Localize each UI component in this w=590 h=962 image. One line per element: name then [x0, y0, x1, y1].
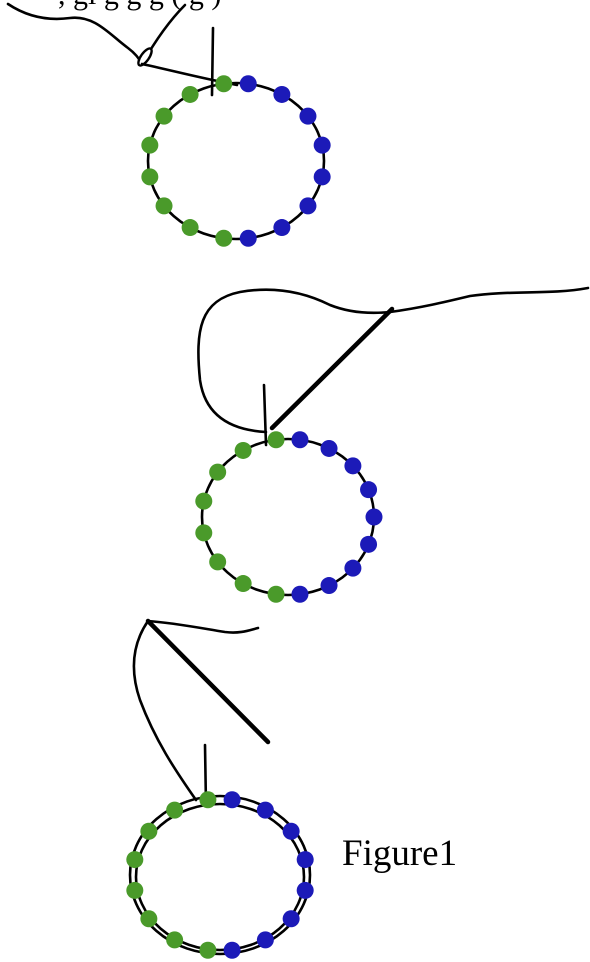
- green-bead: [156, 197, 173, 214]
- green-bead: [140, 910, 157, 927]
- step-2-thread-tail: [390, 288, 588, 312]
- green-bead: [215, 230, 232, 247]
- green-bead: [195, 524, 212, 541]
- green-bead: [126, 882, 143, 899]
- green-bead: [235, 575, 252, 592]
- step-3-beads: [126, 791, 313, 959]
- blue-bead: [344, 457, 361, 474]
- blue-bead: [291, 586, 308, 603]
- green-bead: [182, 219, 199, 236]
- step-2-beads: [195, 431, 382, 602]
- step-3-needle: [148, 621, 268, 742]
- green-bead: [195, 493, 212, 510]
- figure-label: Figure1: [342, 832, 457, 875]
- blue-bead: [240, 75, 257, 92]
- blue-bead: [299, 197, 316, 214]
- blue-bead: [224, 791, 241, 808]
- blue-bead: [273, 219, 290, 236]
- green-bead: [166, 802, 183, 819]
- step-3-illustration: [126, 621, 313, 959]
- blue-bead: [257, 931, 274, 948]
- green-bead: [140, 823, 157, 840]
- green-bead: [268, 586, 285, 603]
- blue-bead: [321, 577, 338, 594]
- blue-bead: [291, 431, 308, 448]
- blue-bead: [283, 823, 300, 840]
- step-1-thread-tail: [8, 4, 142, 64]
- blue-bead: [257, 802, 274, 819]
- blue-bead: [224, 942, 241, 959]
- green-bead: [215, 75, 232, 92]
- blue-bead: [273, 86, 290, 103]
- blue-bead: [366, 509, 383, 526]
- green-bead: [156, 108, 173, 125]
- green-bead: [141, 168, 158, 185]
- step-1-beads: [141, 75, 330, 246]
- step-3-ring-thread-inner: [136, 804, 304, 950]
- blue-bead: [360, 481, 377, 498]
- step-3-ring-thread-outer: [130, 796, 310, 954]
- step-3-thread-down: [134, 621, 196, 800]
- green-bead: [141, 137, 158, 154]
- green-bead: [235, 442, 252, 459]
- green-bead: [166, 931, 183, 948]
- green-bead: [268, 431, 285, 448]
- blue-bead: [297, 851, 314, 868]
- green-bead: [199, 791, 216, 808]
- blue-bead: [283, 910, 300, 927]
- step-2-thread-loop: [198, 290, 390, 432]
- green-bead: [209, 464, 226, 481]
- blue-bead: [344, 560, 361, 577]
- step-3-thread-upper: [148, 621, 258, 633]
- green-bead: [126, 851, 143, 868]
- step-2-thread-vertical: [264, 385, 266, 445]
- blue-bead: [360, 536, 377, 553]
- step-2-illustration: [195, 288, 588, 603]
- blue-bead: [321, 440, 338, 457]
- green-bead: [182, 86, 199, 103]
- blue-bead: [240, 230, 257, 247]
- blue-bead: [314, 137, 331, 154]
- green-bead: [199, 942, 216, 959]
- green-bead: [209, 553, 226, 570]
- step-2-needle: [272, 309, 392, 428]
- blue-bead: [299, 108, 316, 125]
- step-1-ring-thread: [148, 83, 324, 239]
- blue-bead: [297, 882, 314, 899]
- blue-bead: [314, 168, 331, 185]
- step-1-illustration: [8, 4, 331, 247]
